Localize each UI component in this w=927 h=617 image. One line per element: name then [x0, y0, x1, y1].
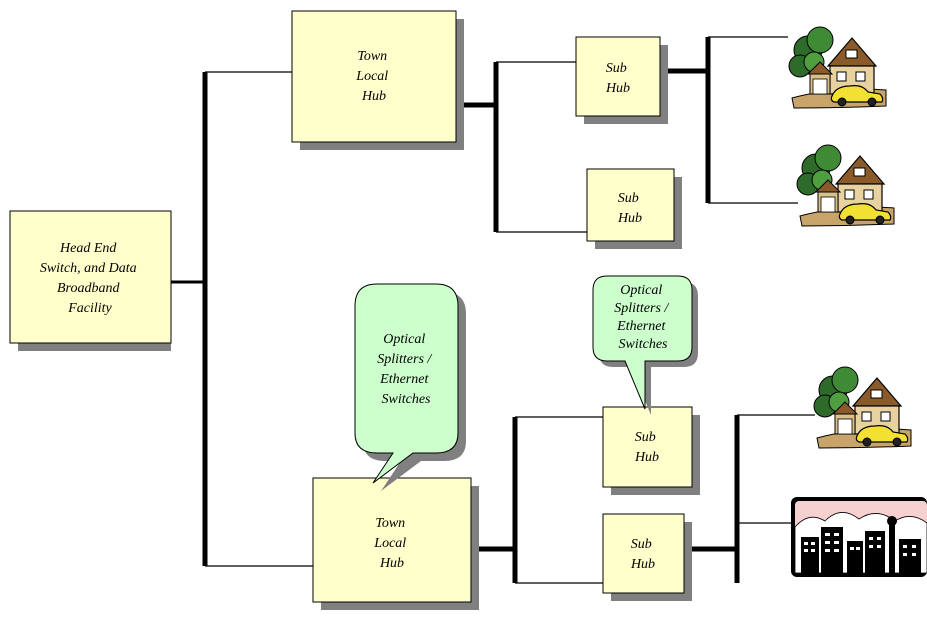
sub-hub-1-label: Sub Hub [605, 61, 630, 96]
sub-hub-4-label: Sub Hub [630, 537, 655, 572]
box-body [9, 210, 172, 344]
box-body [602, 406, 693, 488]
town-hub-top-label: Town Local Hub [355, 49, 391, 104]
callout-large: Optical Splitters / Ethernet Switches [354, 283, 466, 491]
town-hub-top-box: Town Local Hub [291, 10, 464, 150]
city-skyline-icon [791, 497, 927, 577]
sub-hub-4-box: Sub Hub [602, 513, 692, 601]
house-icon [796, 144, 895, 227]
head-end-label: Head End Switch, and Data Broadband Faci… [40, 241, 140, 316]
sub-hub-3-label: Sub Hub [634, 430, 659, 465]
connectors [171, 36, 815, 584]
callout-body [354, 283, 459, 484]
sub-hub-1-box: Sub Hub [575, 36, 668, 124]
sub-hub-2-box: Sub Hub [586, 168, 682, 249]
box-body [291, 10, 457, 143]
town-hub-bottom-box: Town Local Hub [312, 477, 479, 610]
box-body [602, 513, 685, 594]
house-icon [788, 26, 887, 109]
box-body [312, 477, 472, 603]
house-icon [813, 366, 912, 449]
box-body [586, 168, 675, 242]
callout-small-label: Optical Splitters / Ethernet Switches [614, 283, 672, 352]
callout-small: Optical Splitters / Ethernet Switches [592, 275, 698, 415]
sub-hub-3-box: Sub Hub [602, 406, 700, 495]
head-end-box: Head End Switch, and Data Broadband Faci… [9, 210, 172, 351]
callout-large-label: Optical Splitters / Ethernet Switches [377, 332, 435, 407]
callout-body [592, 275, 693, 410]
box-body [575, 36, 661, 117]
sub-hub-2-label: Sub Hub [617, 191, 642, 226]
town-hub-bottom-label: Town Local Hub [373, 516, 409, 571]
